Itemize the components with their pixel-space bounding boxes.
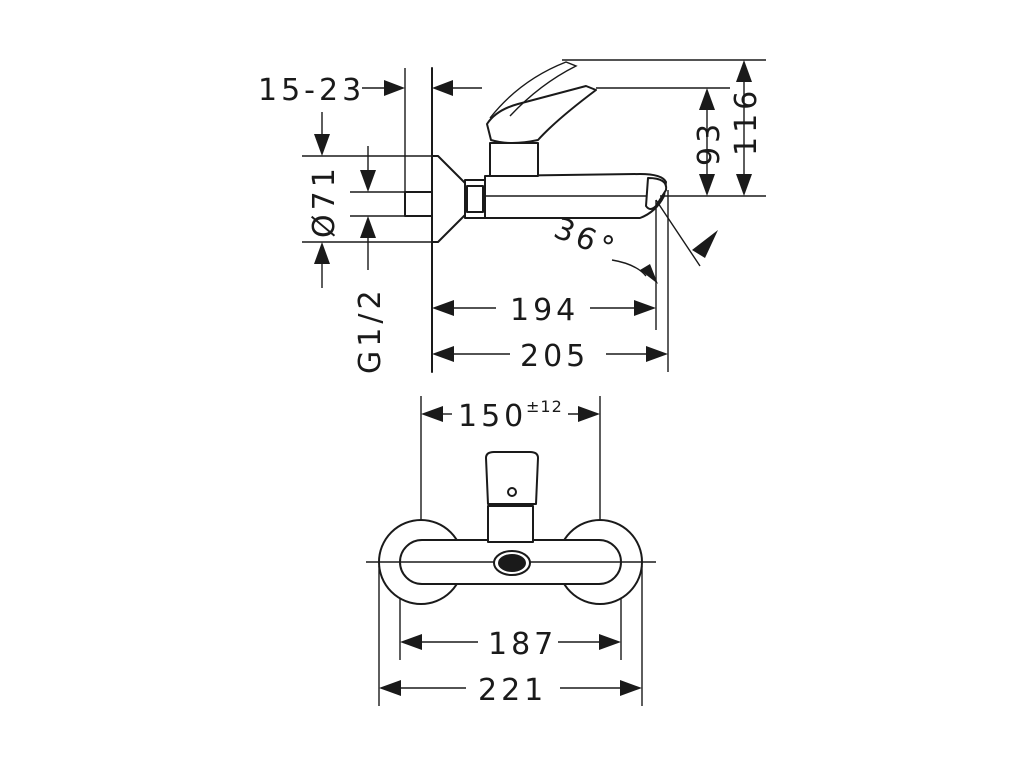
dim-221-label: 221	[478, 673, 547, 708]
dim-angle-label: 36°	[549, 211, 623, 268]
side-view: 15-23 Ø71 G1/2 93 116 36° 194	[258, 59, 766, 374]
angle-arc-arrow	[640, 264, 658, 284]
lever-raised-ghost	[489, 61, 578, 119]
dim-194-arrow-right	[634, 300, 656, 316]
dim-93-arrow-bottom	[699, 174, 715, 196]
dim-221-arrow-left	[379, 680, 401, 696]
cartridge-housing	[489, 142, 539, 177]
coupling-inner	[466, 185, 484, 213]
dim-221-arrow-right	[620, 680, 642, 696]
dim-g12-arrow-bottom	[360, 216, 376, 238]
dim-194-arrow-left	[432, 300, 454, 316]
dim-150-arrow-left	[421, 406, 443, 422]
dim-g12-label: G1/2	[353, 286, 388, 374]
lever-indicator	[507, 487, 517, 497]
dim-93-label: 93	[692, 120, 727, 166]
dim-71-arrow-bottom	[314, 242, 330, 264]
angle-arrow	[692, 230, 718, 258]
dim-93-arrow-top	[699, 88, 715, 110]
dim-150-label: 150	[458, 399, 527, 434]
dim-15-23-arrow-left	[384, 80, 405, 96]
dim-150-arrow-right	[578, 406, 600, 422]
dim-g12-arrow-top	[360, 170, 376, 192]
lever-handle	[486, 85, 597, 144]
dim-116-arrow-bottom	[736, 174, 752, 196]
dim-116-label: 116	[729, 87, 764, 156]
dim-15-23-label: 15-23	[258, 73, 365, 108]
wall-rosette	[431, 155, 466, 243]
dim-15-23-arrow-right	[432, 80, 453, 96]
angle-arc	[611, 259, 647, 277]
connection-stub	[404, 191, 433, 217]
lever-front	[485, 451, 539, 505]
dim-71-arrow-top	[314, 134, 330, 156]
dim-150-tolerance: ±12	[526, 397, 563, 416]
dim-194-label: 194	[510, 293, 579, 328]
dim-205-label: 205	[520, 339, 589, 374]
dim-205-arrow-right	[646, 346, 668, 362]
front-view: 150 ±12 187 221	[366, 396, 656, 708]
dim-116-arrow-top	[736, 60, 752, 82]
dim-187-arrow-right	[599, 634, 621, 650]
angle-line	[655, 199, 701, 267]
dim-187-label: 187	[488, 627, 557, 662]
dim-187-arrow-left	[400, 634, 422, 650]
dim-71-label: Ø71	[307, 164, 342, 238]
dim-205-arrow-left	[432, 346, 454, 362]
spout-outlet-inner	[498, 554, 526, 572]
cartridge-stem	[487, 505, 534, 543]
